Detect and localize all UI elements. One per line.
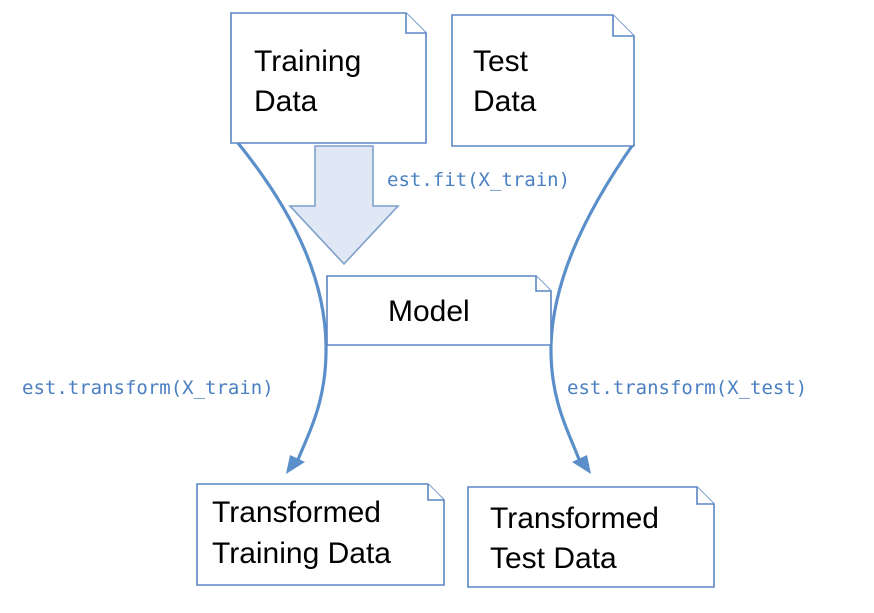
transformed-training-label-line1: Transformed — [212, 496, 381, 529]
transformed-test-label-line1: Transformed — [490, 502, 659, 535]
transformed-test-label-line2: Test Data — [490, 542, 617, 575]
test-flow-arrowhead — [572, 455, 591, 474]
transform-train-call-label: est.transform(X_train) — [22, 377, 274, 399]
train-flow-arrowhead — [286, 455, 305, 474]
training-data-label-line1: Training — [254, 45, 361, 78]
training-data-box: Training Data — [230, 12, 427, 144]
test-data-label-line1: Test — [473, 45, 529, 78]
train-flow-line — [236, 141, 328, 463]
training-data-label-line2: Data — [254, 85, 318, 118]
fit-arrow — [288, 145, 400, 266]
test-data-label-line2: Data — [473, 85, 537, 118]
transformed-test-data-box: Transformed Test Data — [467, 486, 715, 588]
model-box: Model — [326, 275, 552, 346]
test-data-box: Test Data — [451, 14, 635, 147]
transformed-training-label-line2: Training Data — [212, 537, 391, 570]
transform-test-call-label: est.transform(X_test) — [567, 377, 807, 399]
model-label: Model — [388, 295, 470, 328]
fit-call-label: est.fit(X_train) — [387, 169, 570, 191]
transformed-training-data-box: Transformed Training Data — [196, 483, 445, 586]
